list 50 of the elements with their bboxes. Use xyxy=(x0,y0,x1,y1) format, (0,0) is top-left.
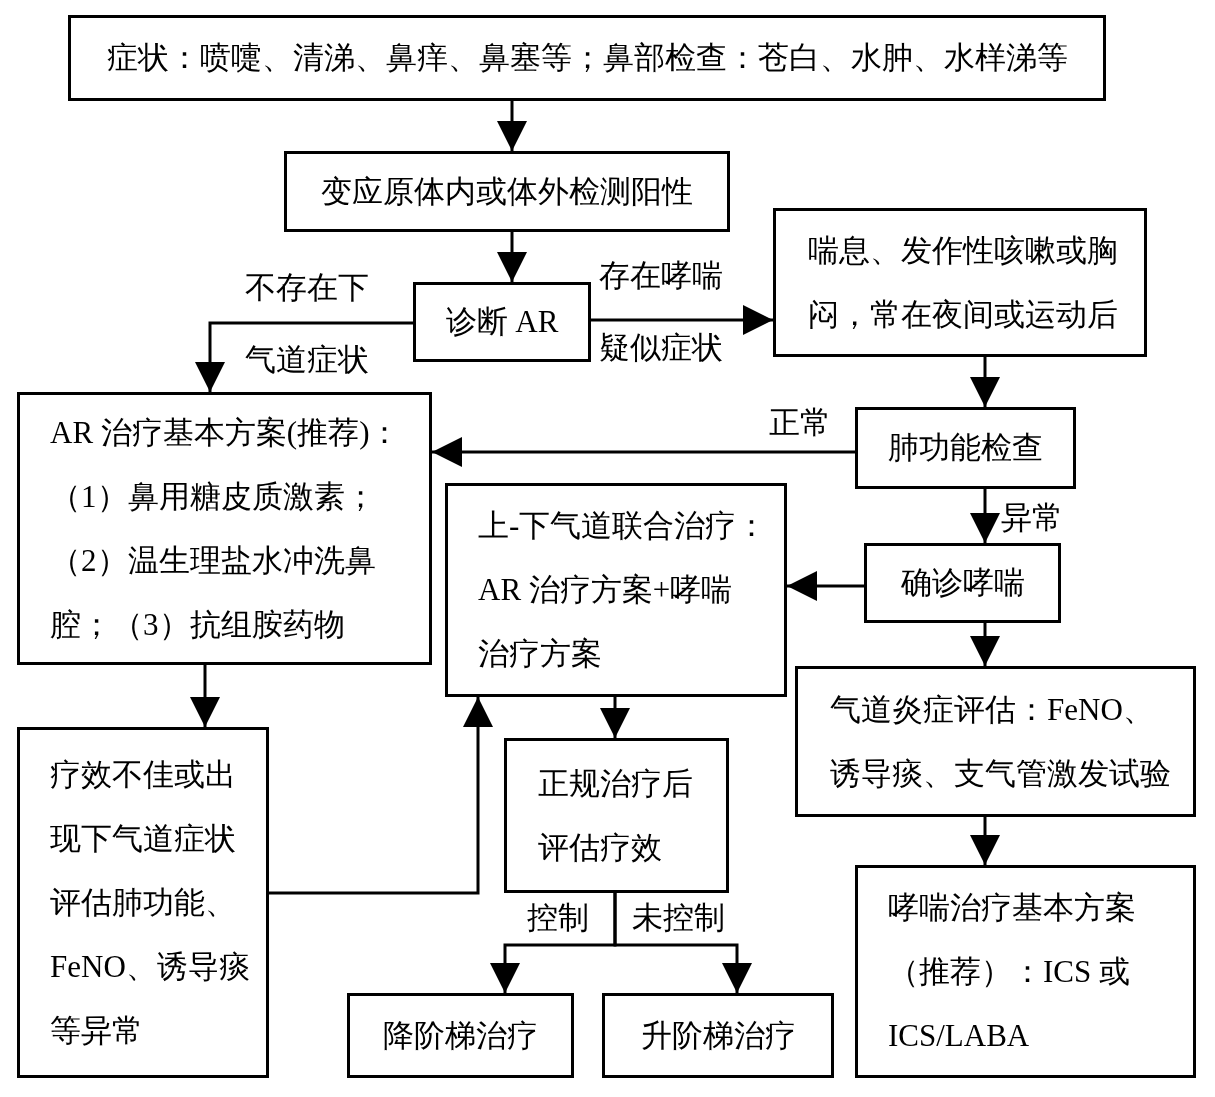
box-heading: 上-下气道联合治疗： xyxy=(478,507,768,545)
box-text: 气道炎症评估：FeNO、诱导痰、支气管激发试验 xyxy=(830,690,1172,793)
process-box xyxy=(864,543,1061,623)
arrow xyxy=(190,665,220,727)
edge-label: 不存在下气道症状 xyxy=(245,269,371,379)
process-box xyxy=(17,392,432,665)
box-text: 症状：喷嚏、清涕、鼻痒、鼻塞等；鼻部检查：苍白、水肿、水样涕等 xyxy=(106,39,1068,77)
arrow xyxy=(269,697,493,895)
arrow xyxy=(497,232,527,282)
arrow xyxy=(591,305,773,335)
arrow xyxy=(497,101,527,151)
box-text: 肺功能检查 xyxy=(888,429,1043,467)
edge-label: 未控制 xyxy=(631,899,725,937)
box-text: 降阶梯治疗 xyxy=(383,1016,538,1055)
process-box xyxy=(602,993,834,1078)
arrow xyxy=(970,357,1000,407)
arrow xyxy=(613,893,752,993)
box-text: 升阶梯治疗 xyxy=(640,1016,796,1055)
process-box xyxy=(855,865,1196,1078)
box-text: 疗效不佳或出现下气道症状评估肺功能、FeNO、诱导痰等异常 xyxy=(50,755,251,1050)
edge-label: 控制 xyxy=(527,899,589,937)
process-box xyxy=(347,993,574,1078)
arrow xyxy=(970,623,1000,666)
process-box xyxy=(413,282,591,362)
edge-label: 存在哮喘疑似症状 xyxy=(599,257,725,367)
box-text: 哮喘治疗基本方案（推荐）：ICS 或 ICS/LABA xyxy=(888,888,1137,1055)
box-text: 变应原体内或体外检测阳性 xyxy=(321,172,693,211)
process-box xyxy=(17,727,269,1078)
edge-label: 正常 xyxy=(769,404,831,442)
arrow xyxy=(787,571,864,601)
process-box xyxy=(68,15,1106,101)
process-box xyxy=(284,151,730,232)
box-text: 诊断 AR xyxy=(445,303,559,341)
process-box xyxy=(504,738,729,893)
process-box xyxy=(795,666,1196,817)
arrow xyxy=(970,817,1000,865)
arrow xyxy=(600,697,630,738)
process-box xyxy=(773,208,1147,357)
arrow xyxy=(970,489,1000,543)
box-heading: AR 治疗基本方案(推荐)： xyxy=(50,413,401,452)
process-box xyxy=(855,407,1076,489)
box-text: 正规治疗后评估疗效 xyxy=(538,764,694,867)
edge-label: 异常 xyxy=(1001,499,1063,537)
box-text: 喘息、发作性咳嗽或胸闷，常在夜间或运动后 xyxy=(808,231,1119,334)
box-text: 确诊哮喘 xyxy=(900,564,1025,602)
process-box xyxy=(445,483,787,697)
box-text: （1）鼻用糖皮质激素；（2）温生理盐水冲洗鼻腔；（3）抗组胺药物 xyxy=(50,477,377,644)
arrow xyxy=(432,437,855,467)
box-text: AR 治疗方案+哮喘治疗方案 xyxy=(478,571,734,673)
arrow xyxy=(195,321,413,392)
